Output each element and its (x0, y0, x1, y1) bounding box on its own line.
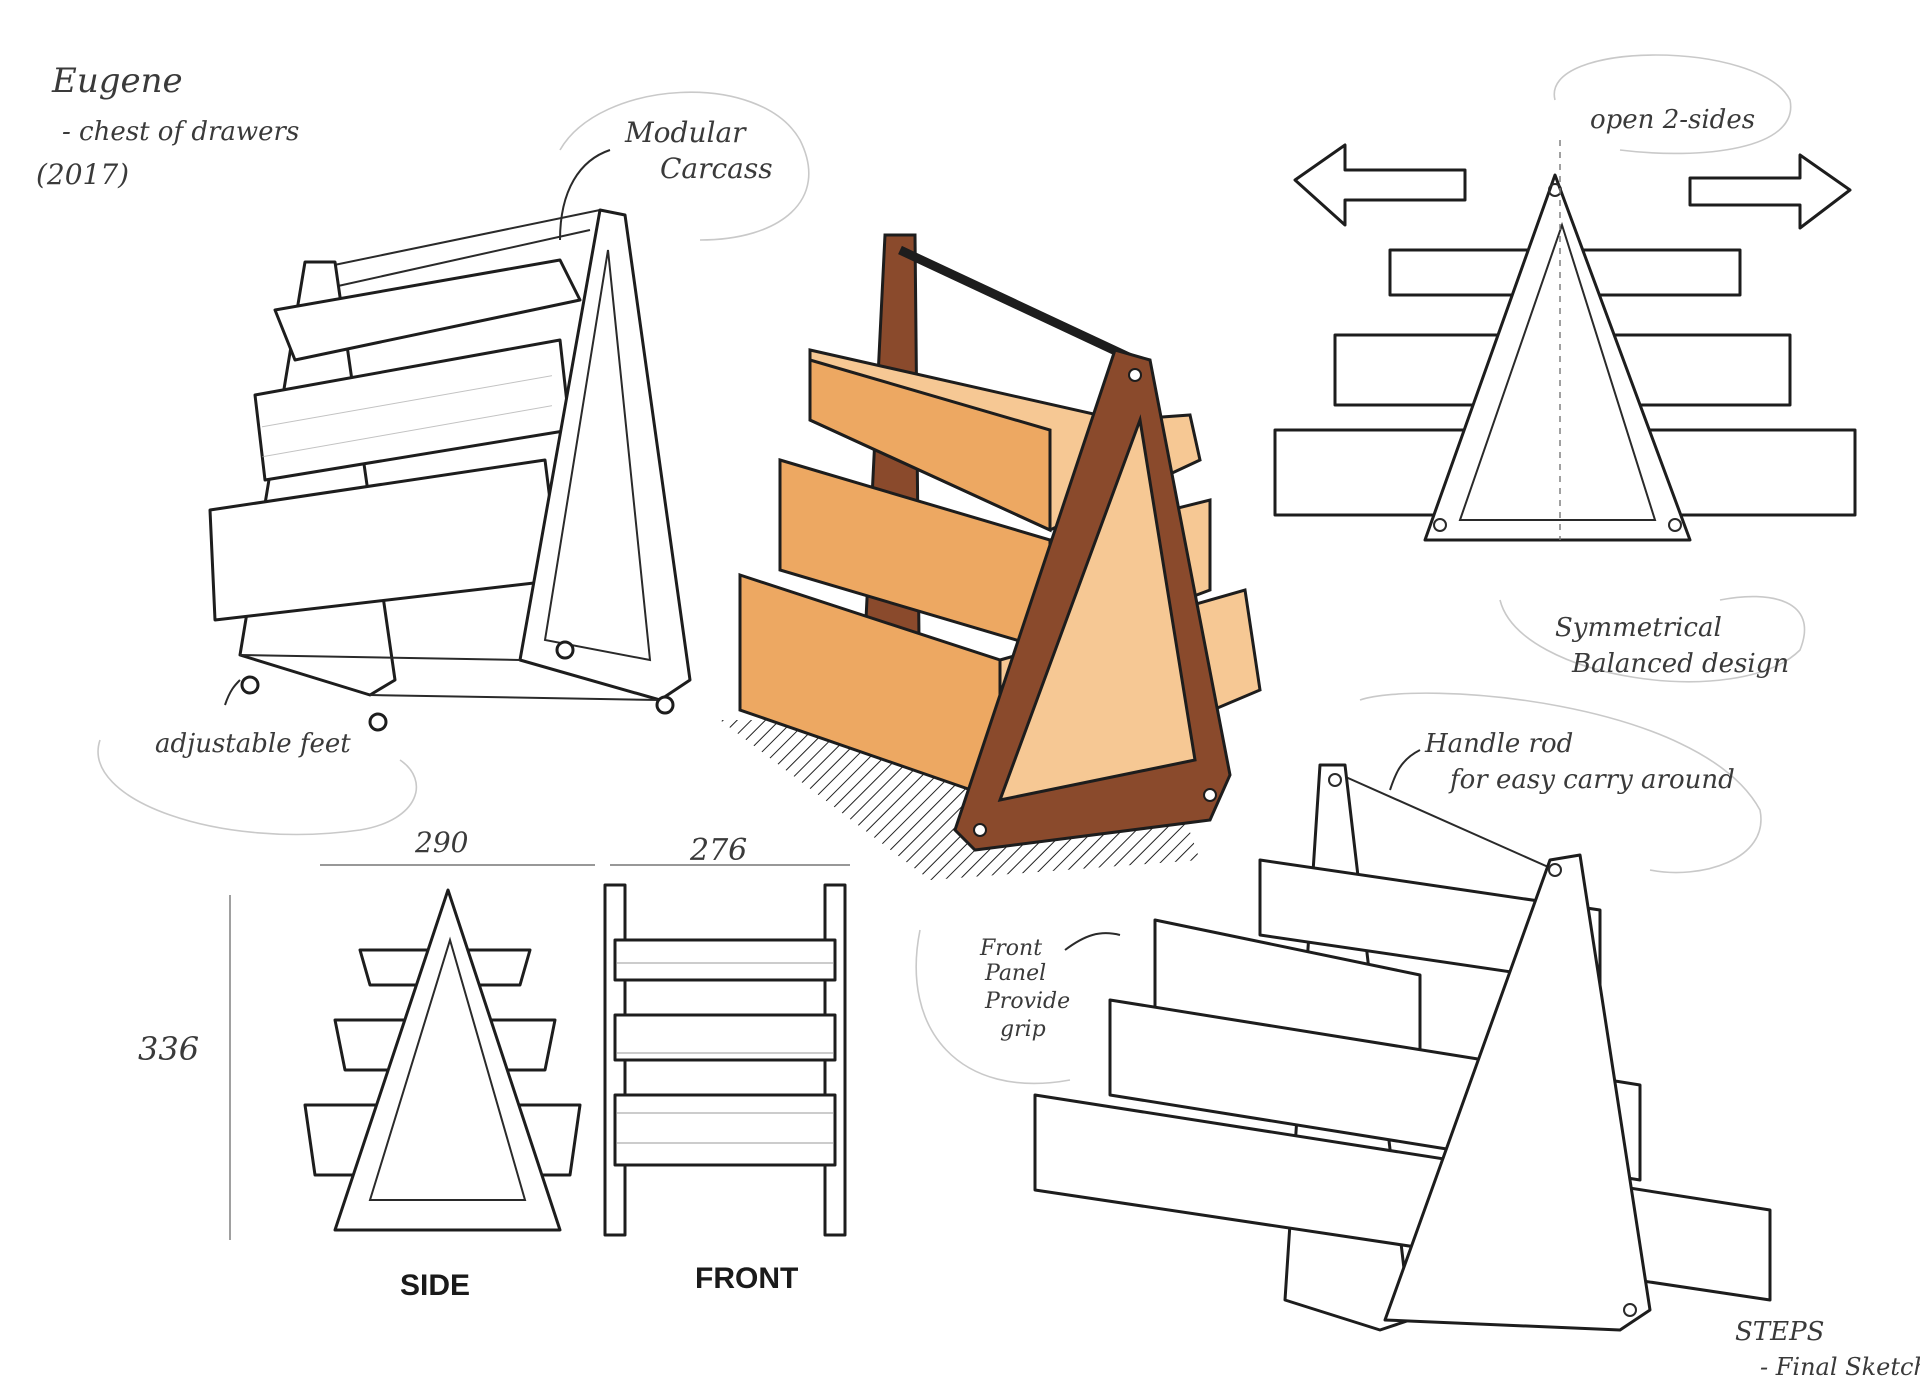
bubble-panel (915, 929, 1071, 1085)
side-view-label: SIDE (400, 1269, 470, 1302)
product-subtitle: - chest of drawers (62, 117, 299, 147)
leader-panel (1064, 932, 1121, 951)
drawer-bottom-line (208, 458, 562, 622)
exploded-handle-rod (1329, 769, 1556, 871)
exploded-front-frame (1383, 853, 1652, 1332)
dim-width-side: 290 (414, 826, 468, 859)
annotation-balanced: Balanced design (1571, 649, 1789, 679)
drawer-top-line (273, 258, 582, 362)
exploded-isometric-sketch (1033, 763, 1772, 1332)
annotation-modular: Modular (624, 116, 747, 149)
design-year: (2017) (36, 158, 129, 191)
annotation-texts: Modular Carcass adjustable feet open 2-s… (155, 105, 1789, 1042)
annotation-bubbles (97, 54, 1806, 1085)
front-frame-line (518, 208, 692, 702)
annotation-carcass: Carcass (660, 152, 773, 185)
dim-width-front: 276 (689, 833, 747, 868)
handle-rod-line (309, 209, 601, 271)
footer-block: STEPS - Final Sketch (1735, 1317, 1920, 1381)
side-frame (333, 888, 562, 1232)
annotation-handle-rod: Handle rod (1424, 729, 1573, 759)
designer-name: Eugene (51, 61, 183, 101)
foot-line-4 (655, 695, 675, 715)
arrow-left-icon (1293, 143, 1467, 227)
bubble-feet (97, 739, 418, 836)
bubble-sides (1553, 54, 1792, 155)
annotation-front: Front (979, 936, 1042, 961)
foot-line-3 (555, 640, 575, 660)
annotation-provide: Provide (984, 989, 1070, 1014)
annotation-feet: adjustable feet (155, 729, 351, 759)
front-view-label: FRONT (695, 1262, 798, 1295)
annotation-grip: grip (1000, 1017, 1046, 1042)
open-sides-view (1273, 140, 1857, 542)
title-block: Eugene - chest of drawers (2017) (36, 61, 299, 191)
bubble-modular (559, 91, 810, 241)
annotation-symmetrical: Symmetrical (1555, 613, 1722, 643)
isometric-line-sketch (208, 208, 692, 732)
side-view: SIDE (303, 888, 582, 1302)
annotation-carry: for easy carry around (1448, 765, 1735, 795)
annotation-open-sides: open 2-sides (1590, 105, 1755, 135)
foot-line-2 (368, 712, 388, 732)
dim-height: 336 (138, 1030, 199, 1068)
bubble-handle (1359, 692, 1762, 874)
stage-label: - Final Sketch (1760, 1353, 1920, 1381)
isometric-color-sketch (720, 233, 1262, 880)
annotation-panel: Panel (984, 961, 1046, 986)
arrow-right-icon (1688, 153, 1852, 230)
leader-handle (1389, 749, 1421, 791)
leader-modular (559, 149, 611, 241)
front-view: FRONT (603, 883, 847, 1295)
leader-lines (224, 149, 1421, 951)
steps-label: STEPS (1735, 1317, 1824, 1347)
foot-line-1 (240, 675, 260, 695)
leader-feet (224, 679, 241, 706)
schematic-frame (1423, 173, 1692, 542)
dimension-lines: 290 276 336 (138, 826, 850, 1240)
bubble-symmetric (1499, 595, 1806, 683)
handle-rod-color (898, 245, 1137, 365)
